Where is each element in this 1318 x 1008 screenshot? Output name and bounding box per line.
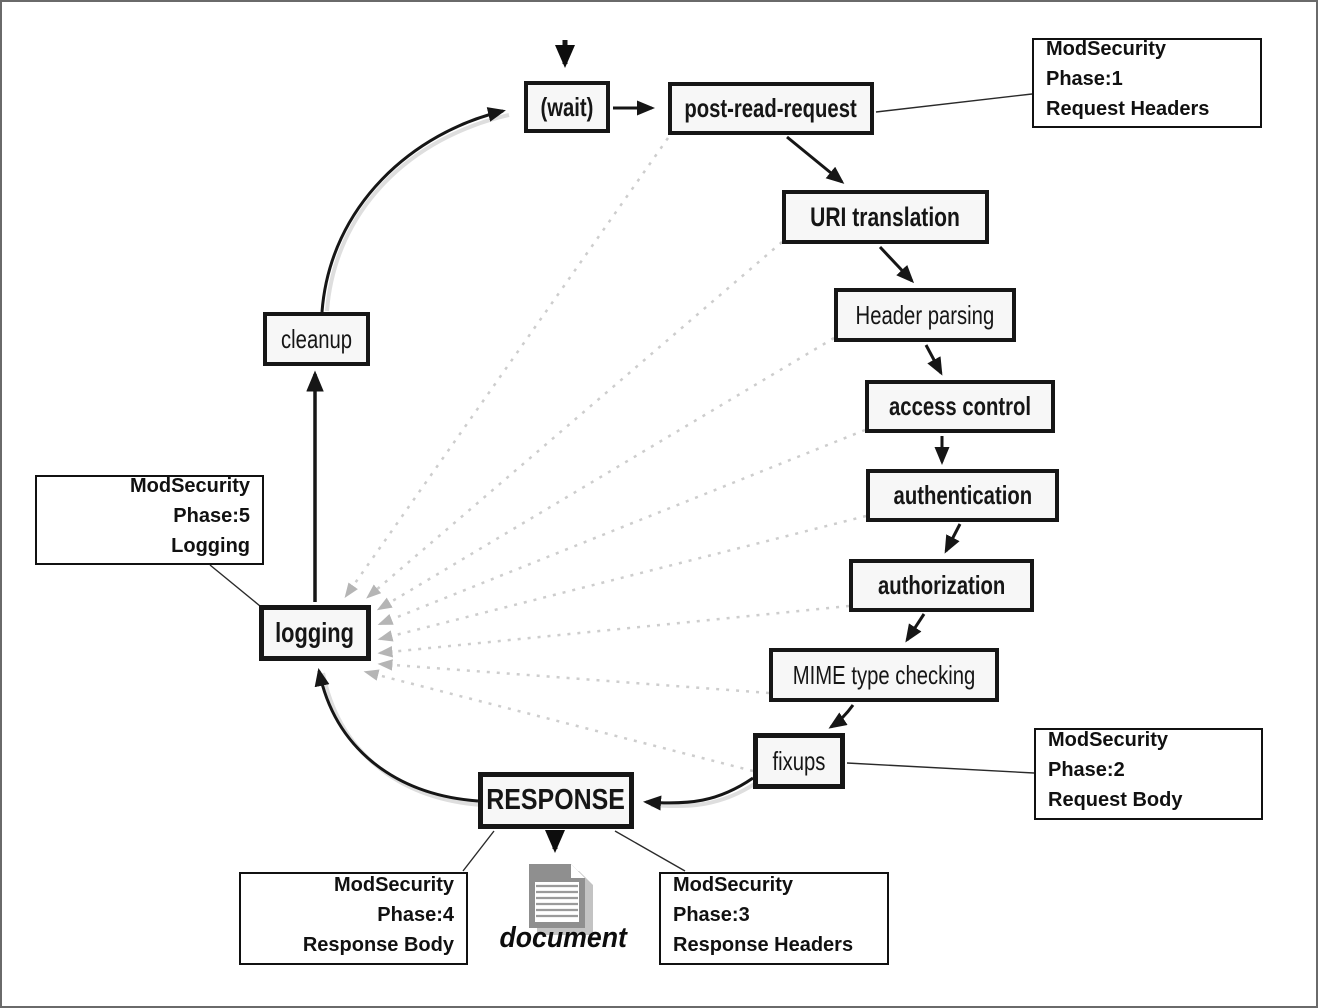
node-authentication: authentication [866,469,1059,522]
phase-4-line-2: Response Body [302,933,454,956]
node-logging-label: logging [275,617,355,648]
node-access-control-label: access control [888,391,1032,421]
node-header-parsing-label: Header parsing [855,299,995,330]
node-post-read-request: post-read-request [668,82,874,135]
node-header-parsing: Header parsing [834,288,1016,342]
phase-2-line-1: ModSecurity Phase:2 [1048,729,1169,781]
annotation-connectors [209,93,1035,872]
phase-1-line-1: ModSecurity Phase:1 [1046,38,1167,90]
phase-4-line-1: ModSecurity Phase:4 [333,873,454,926]
annotation-phase-3: ModSecurity Phase:3 Response Headers [659,872,889,965]
node-mime-type-checking: MIME type checking [769,648,999,702]
node-uri-translation: URI translation [782,190,989,244]
node-cleanup-label: cleanup [280,323,353,354]
node-fixups: fixups [753,733,845,789]
node-post-read-request-label: post-read-request [684,93,858,123]
node-authentication-label: authentication [893,480,1032,510]
annotation-phase-1: ModSecurity Phase:1 Request Headers [1032,38,1262,128]
node-fixups-label: fixups [772,745,826,776]
node-wait-label: (wait) [540,91,594,122]
node-authorization: authorization [849,559,1034,612]
node-response: RESPONSE [478,772,634,829]
annotation-phase-2: ModSecurity Phase:2 Request Body [1034,728,1263,820]
node-response-label: RESPONSE [486,784,626,816]
node-access-control: access control [865,380,1055,433]
arc-shadows [321,113,758,809]
node-mime-type-checking-label: MIME type checking [792,659,976,690]
node-logging: logging [259,605,371,661]
phase-5-line-1: ModSecurity Phase:5 [129,475,250,527]
node-wait: (wait) [524,81,610,133]
phase-5-line-2: Logging [171,535,250,557]
node-uri-translation-label: URI translation [810,201,961,232]
phase-1-line-2: Request Headers [1046,98,1210,120]
node-authorization-label: authorization [877,570,1006,600]
flow-arrows [306,40,962,854]
logging-dashed-lines [344,137,867,773]
phase-2-line-2: Request Body [1048,789,1183,811]
document-icon [529,864,593,935]
annotation-phase-4: ModSecurity Phase:4 Response Body [239,872,468,965]
annotation-phase-5: ModSecurity Phase:5 Logging [35,475,264,565]
phase-3-line-1: ModSecurity Phase:3 [673,873,794,926]
node-cleanup: cleanup [263,312,370,366]
phase-3-line-2: Response Headers [673,933,854,956]
document-label: document [499,922,627,954]
